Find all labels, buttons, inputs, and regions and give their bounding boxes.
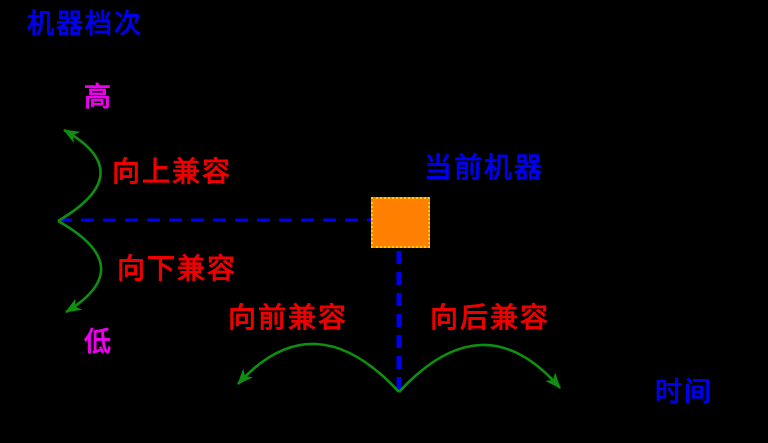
forward-compat-arrow	[237, 342, 400, 393]
current-machine-box	[371, 197, 430, 248]
downward-compat-label: 向下兼容	[117, 254, 238, 285]
downward-compat-arrow	[57, 219, 103, 314]
diagram-title-machine-grade: 机器档次	[27, 9, 143, 39]
forward-compat-label: 向前兼容	[228, 303, 349, 334]
time-axis-label: 时间	[655, 377, 713, 407]
upward-compat-label: 向上兼容	[112, 157, 233, 188]
current-machine-label: 当前机器	[424, 153, 545, 184]
high-level-label: 高	[84, 82, 113, 112]
backward-compat-label: 向后兼容	[430, 303, 551, 334]
low-level-label: 低	[84, 327, 113, 357]
backward-compat-arrow	[398, 343, 561, 393]
upward-compat-arrow	[57, 128, 102, 223]
